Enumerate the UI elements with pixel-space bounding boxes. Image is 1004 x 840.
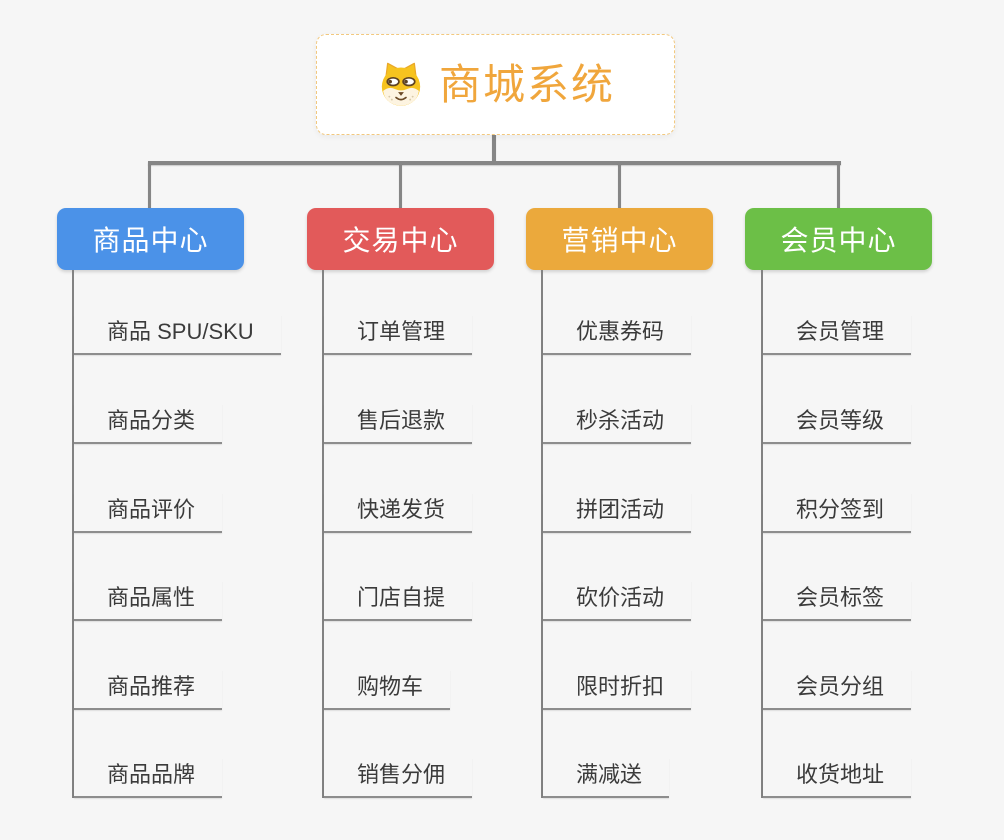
leaf-node[interactable]: 售后退款 — [324, 404, 473, 444]
branch-node-product-center[interactable]: 商品中心 — [57, 208, 244, 270]
leaf-node[interactable]: 快递发货 — [324, 493, 473, 533]
branch-node-marketing-center[interactable]: 营销中心 — [526, 208, 713, 270]
leaf-node[interactable]: 收货地址 — [763, 758, 912, 798]
connector-branch-stub — [837, 163, 840, 210]
connector-branch-stub — [618, 163, 621, 210]
leaf-node[interactable]: 会员等级 — [763, 404, 912, 444]
leaf-node[interactable]: 限时折扣 — [543, 670, 692, 710]
root-label: 商城系统 — [438, 60, 615, 108]
root-node[interactable]: 商城系统 — [316, 34, 675, 135]
branch-children-column-trade: 订单管理 售后退款 快递发货 门店自提 购物车 销售分佣 — [322, 270, 564, 798]
leaf-node[interactable]: 秒杀活动 — [543, 404, 692, 444]
connector-root-stub — [492, 133, 496, 163]
connector-branch-stub — [148, 163, 151, 210]
branch-children-column-product: 商品 SPU/SKU 商品分类 商品评价 商品属性 商品推荐 商品品牌 — [72, 270, 314, 798]
leaf-node[interactable]: 会员管理 — [763, 315, 912, 355]
leaf-node[interactable]: 商品 SPU/SKU — [74, 315, 281, 355]
leaf-node[interactable]: 商品推荐 — [74, 670, 223, 710]
leaf-node[interactable]: 会员分组 — [763, 670, 912, 710]
leaf-node[interactable]: 门店自提 — [324, 581, 473, 621]
leaf-node[interactable]: 砍价活动 — [543, 581, 692, 621]
leaf-node[interactable]: 商品属性 — [74, 581, 223, 621]
connector-bus-line — [148, 161, 841, 165]
leaf-node[interactable]: 优惠券码 — [543, 315, 692, 355]
leaf-node[interactable]: 商品评价 — [74, 493, 223, 533]
leaf-node[interactable]: 商品品牌 — [74, 758, 223, 798]
leaf-node[interactable]: 订单管理 — [324, 315, 473, 355]
leaf-node[interactable]: 销售分佣 — [324, 758, 473, 798]
branch-node-trade-center[interactable]: 交易中心 — [307, 208, 494, 270]
leaf-node[interactable]: 购物车 — [324, 670, 451, 710]
branch-children-column-marketing: 优惠券码 秒杀活动 拼团活动 砍价活动 限时折扣 满减送 — [541, 270, 783, 798]
leaf-node[interactable]: 满减送 — [543, 758, 670, 798]
branch-node-member-center[interactable]: 会员中心 — [745, 208, 932, 270]
dog-face-logo-icon — [376, 60, 426, 110]
leaf-node[interactable]: 商品分类 — [74, 404, 223, 444]
leaf-node[interactable]: 会员标签 — [763, 581, 912, 621]
connector-branch-stub — [399, 163, 402, 210]
leaf-node[interactable]: 积分签到 — [763, 493, 912, 533]
branch-children-column-member: 会员管理 会员等级 积分签到 会员标签 会员分组 收货地址 — [761, 270, 1003, 798]
leaf-node[interactable]: 拼团活动 — [543, 493, 692, 533]
